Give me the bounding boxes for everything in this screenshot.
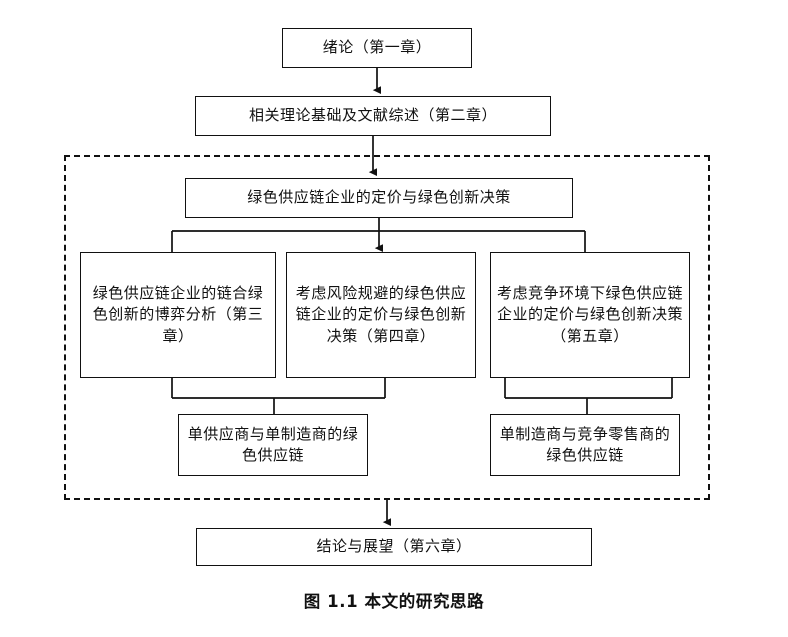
node-supply-chain-structure-2-label: 单制造商与竞争零售商的绿色供应链 <box>499 424 671 464</box>
node-core-topic-label: 绿色供应链企业的定价与绿色创新决策 <box>247 188 511 207</box>
figure-caption: 图 1.1 本文的研究思路 <box>303 592 485 611</box>
node-introduction-label: 绪论（第一章） <box>322 38 432 57</box>
node-conclusion-label: 结论与展望（第六章） <box>316 537 472 556</box>
node-supply-chain-structure-2[interactable]: 单制造商与竞争零售商的绿色供应链 <box>490 414 680 476</box>
node-chapter-4[interactable]: 考虑风险规避的绿色供应链企业的定价与绿色创新决策（第四章） <box>286 252 476 378</box>
node-conclusion[interactable]: 结论与展望（第六章） <box>196 528 592 566</box>
node-introduction[interactable]: 绪论（第一章） <box>282 28 472 68</box>
node-supply-chain-structure-1[interactable]: 单供应商与单制造商的绿色供应链 <box>178 414 368 476</box>
node-chapter-3[interactable]: 绿色供应链企业的链合绿色创新的博弈分析（第三章） <box>80 252 276 378</box>
node-chapter-4-label: 考虑风险规避的绿色供应链企业的定价与绿色创新决策（第四章） <box>295 284 467 345</box>
node-core-topic[interactable]: 绿色供应链企业的定价与绿色创新决策 <box>185 178 573 218</box>
dashed-grouping-region <box>64 155 710 500</box>
node-literature-review-label: 相关理论基础及文献综述（第二章） <box>248 106 497 125</box>
node-literature-review[interactable]: 相关理论基础及文献综述（第二章） <box>195 96 551 136</box>
node-supply-chain-structure-1-label: 单供应商与单制造商的绿色供应链 <box>187 424 359 464</box>
node-chapter-5-label: 考虑竞争环境下绿色供应链企业的定价与绿色创新决策（第五章） <box>497 284 684 345</box>
node-chapter-5[interactable]: 考虑竞争环境下绿色供应链企业的定价与绿色创新决策（第五章） <box>490 252 690 378</box>
node-chapter-3-label: 绿色供应链企业的链合绿色创新的博弈分析（第三章） <box>92 284 264 345</box>
